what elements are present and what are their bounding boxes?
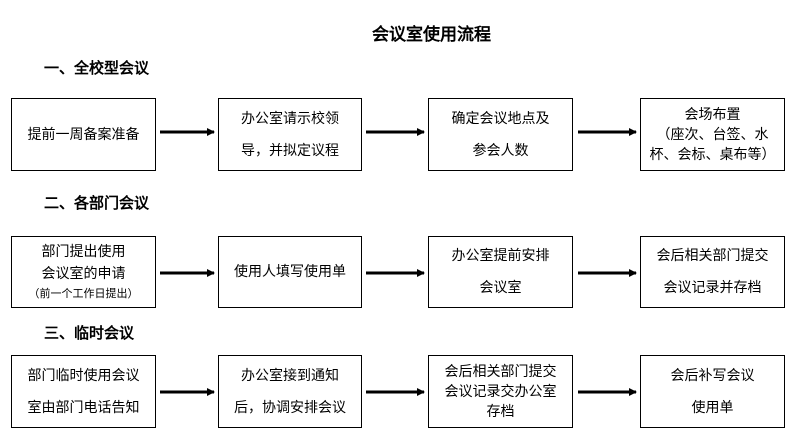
step-note: （前一个工作日提出） [28,287,139,300]
step-department-application: 部门提出使用 会议室的申请 （前一个工作日提出） [11,236,156,308]
step-request-leaders: 办公室请示校领 导，并拟定议程 [218,98,362,171]
step-text: 确定会议地点及 [451,110,550,127]
step-prepare-one-week: 提前一周备案准备 [11,98,156,171]
section-heading-school-wide: 一、全校型会议 [44,59,150,77]
step-text: 提前一周备案准备 [27,126,140,143]
step-submit-to-office: 会后相关部门提交 会议记录交办公室 存档 [428,355,573,428]
step-text: 会后相关部门提交 [656,248,769,264]
step-text: 使用人填写使用单 [234,264,346,280]
page-title: 会议室使用流程 [372,25,491,45]
step-text: 杯、会标、桌布等） [649,146,776,163]
step-text: 导，并拟定议程 [241,142,339,159]
step-phone-notify: 部门临时使用会议 室由部门电话告知 [11,355,156,428]
step-text: 会议记录并存档 [663,280,762,296]
step-text: 参会人数 [472,142,529,159]
step-text: 办公室请示校领 [241,110,339,127]
step-office-coordinate: 办公室接到通知 后，协调安排会议 [218,355,362,428]
step-text: 使用单 [691,399,734,416]
step-text: 办公室提前安排 [451,248,550,264]
section-heading-department: 二、各部门会议 [44,194,150,212]
step-text: 存档 [486,403,515,420]
step-venue-setup: 会场布置 （座次、台签、水 杯、会标、桌布等） [640,98,785,171]
step-text: 室由部门电话告知 [27,399,140,416]
step-confirm-venue: 确定会议地点及 参会人数 [428,98,573,171]
step-submit-and-archive: 会后相关部门提交 会议记录并存档 [640,236,785,308]
step-text: 办公室接到通知 [241,367,339,384]
step-text: 会后补写会议 [670,367,755,384]
step-fill-form-after: 会后补写会议 使用单 [640,355,785,428]
step-text: 部门临时使用会议 [27,367,140,384]
step-office-arrange-room: 办公室提前安排 会议室 [428,236,573,308]
step-text: 会议记录交办公室 [444,383,557,400]
step-text: 部门提出使用 [41,244,126,260]
step-text: 会议室的申请 [41,266,126,282]
step-text: 后，协调安排会议 [234,399,346,416]
step-text: 会场布置 [684,106,741,123]
step-text: 会议室 [479,280,522,296]
step-text: 会后相关部门提交 [444,363,557,380]
step-fill-usage-form: 使用人填写使用单 [218,236,362,308]
step-text: （座次、台签、水 [656,126,769,143]
section-heading-temporary: 三、临时会议 [44,324,135,342]
